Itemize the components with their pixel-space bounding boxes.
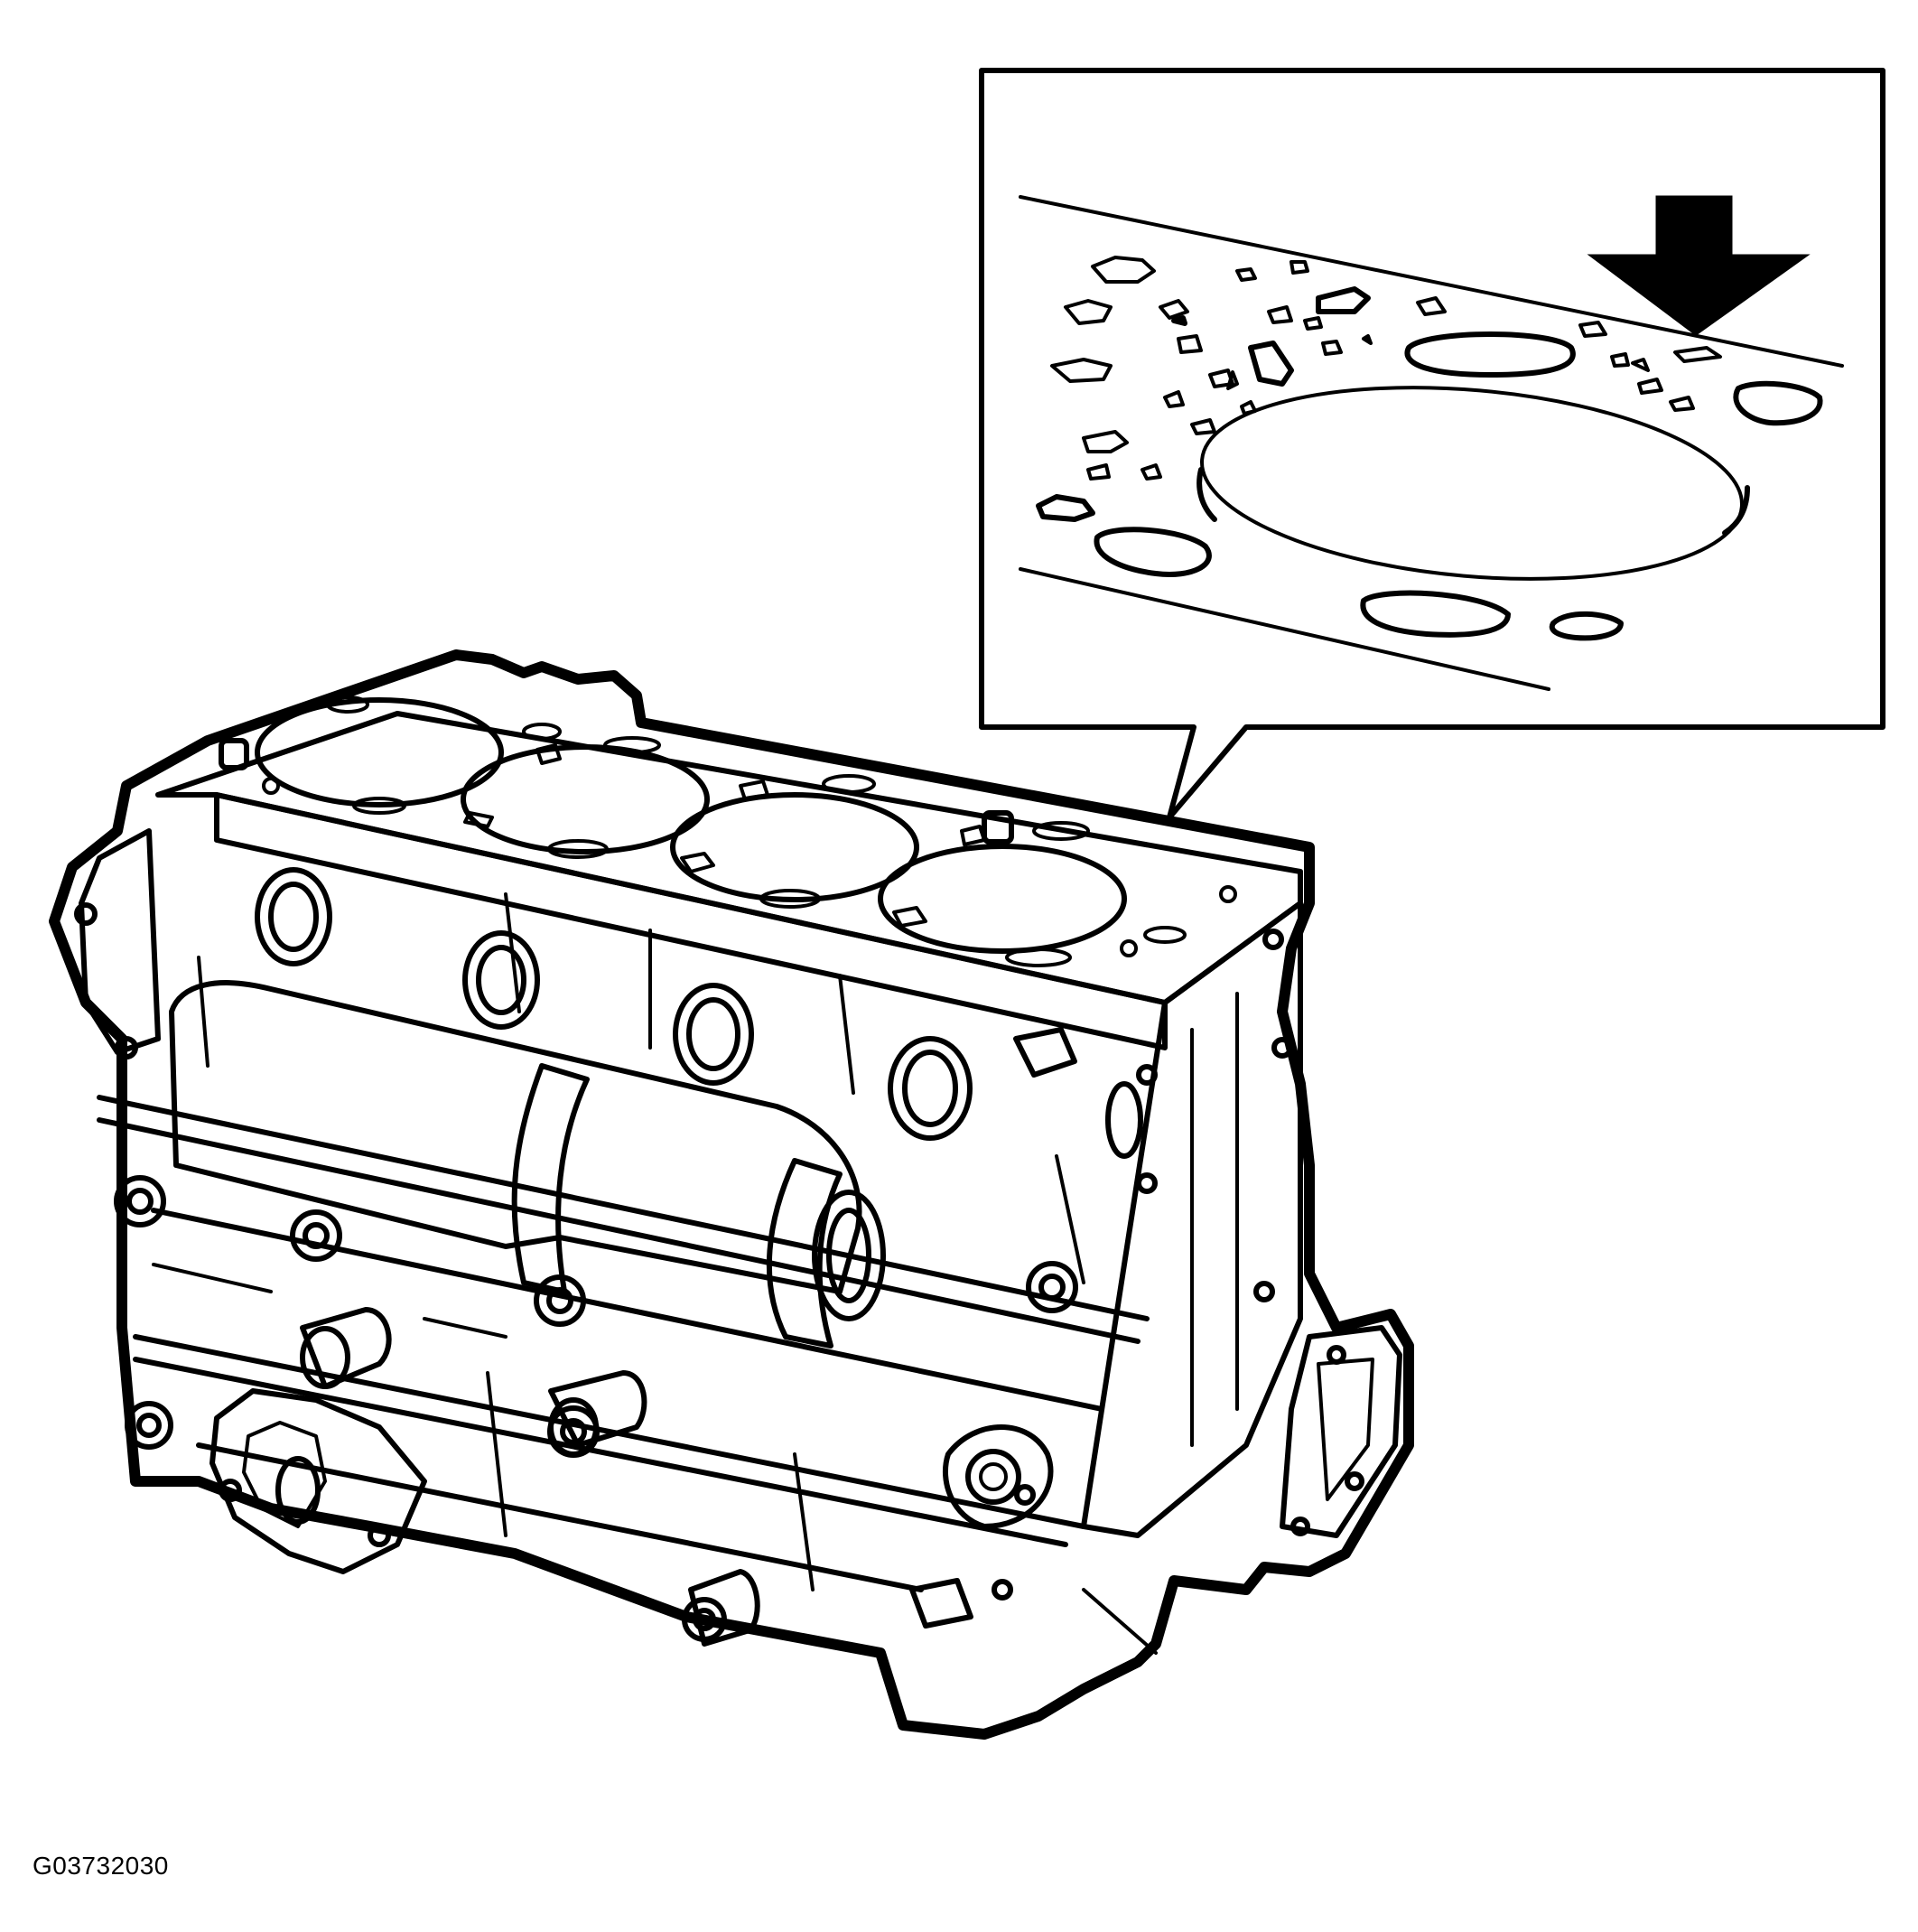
detail-deck-edge-bottom — [1019, 567, 1550, 691]
cylinder-bore-3 — [670, 792, 919, 902]
bolt-hole-right-3 — [1253, 1281, 1275, 1302]
block-rails — [97, 1095, 1150, 1592]
main-bearing-bores — [255, 867, 973, 1321]
dowel-boss-left — [219, 738, 249, 770]
bolt-hole-left-lower — [115, 1036, 138, 1059]
down-arrow-indicator — [1587, 195, 1811, 336]
bolt-hole-flange-2 — [1345, 1471, 1364, 1491]
main-cap-web — [511, 1063, 590, 1294]
bolt-hole-right-2 — [1271, 1037, 1293, 1059]
bolt-hole-right-1 — [1262, 929, 1284, 950]
figure-id-label: G03732030 — [33, 1852, 169, 1880]
detail-gasket-holes — [1050, 256, 1722, 481]
cylinder-bore-2 — [461, 744, 710, 854]
gasket-detail-callout — [979, 68, 1885, 820]
detail-cylinder-bore — [1200, 386, 1744, 581]
side-bosses — [114, 1175, 1078, 1642]
oil-passage — [275, 1456, 321, 1525]
tube-boss-1 — [300, 1307, 392, 1389]
core-plug-right — [1105, 1081, 1143, 1159]
bolt-hole-right-4 — [1136, 1064, 1158, 1086]
callout-frame — [979, 68, 1885, 820]
tube-boss-3 — [688, 1569, 760, 1647]
sensor-bracket — [1013, 1027, 1077, 1078]
bolt-hole-left-upper — [74, 902, 98, 926]
engine-block — [49, 649, 1414, 1740]
rear-cap-web — [766, 1158, 843, 1349]
rear-flange — [1280, 1325, 1402, 1538]
crank-cylinder-body — [169, 980, 862, 1294]
deck-front-edge — [214, 792, 1168, 1050]
end-face-right — [1081, 901, 1303, 1538]
bolt-hole-right-5 — [1136, 1172, 1158, 1194]
detail-gasket-holes-thick — [1036, 286, 1823, 641]
dowel-boss-right — [982, 810, 1014, 845]
detail-deck-edge-top — [1019, 195, 1844, 368]
bolt-hole-right-6 — [992, 1579, 1013, 1601]
bolt-hole-flange-3 — [1290, 1517, 1310, 1536]
cylinder-bore-1 — [255, 697, 504, 807]
tube-boss-2 — [548, 1370, 647, 1448]
end-face-left — [79, 828, 161, 1055]
pump-boss — [942, 1424, 1054, 1529]
deck-face — [155, 711, 1303, 1005]
engine-block-outline — [49, 649, 1414, 1740]
bolt-hole-flange-1 — [1327, 1345, 1346, 1365]
cylinder-bore-4 — [878, 844, 1127, 954]
deck-coolant-holes — [262, 695, 1237, 967]
